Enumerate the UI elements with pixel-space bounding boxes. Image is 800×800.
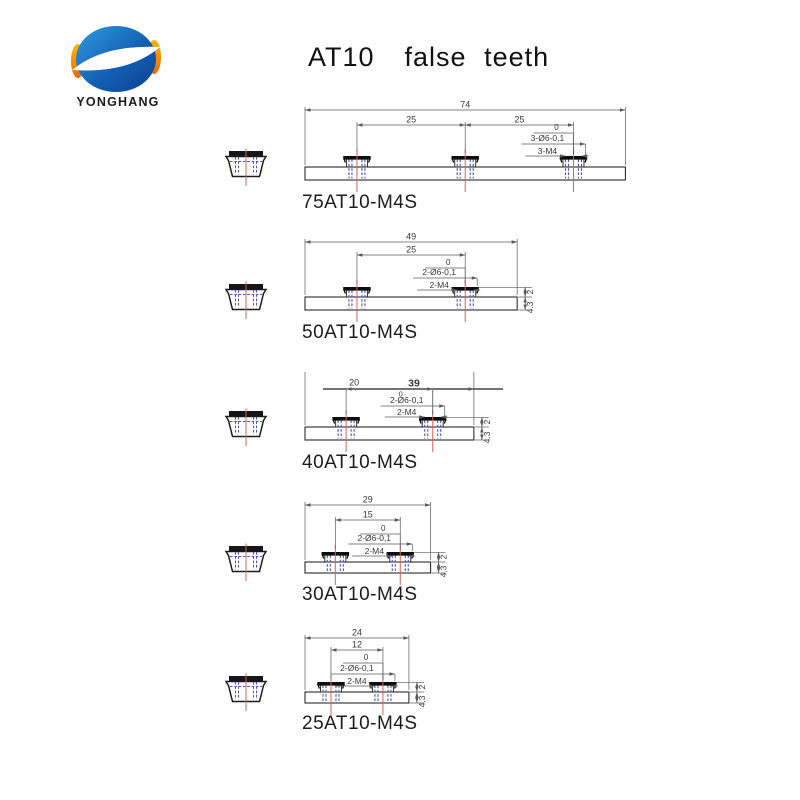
page-title: AT10 false teeth — [308, 42, 549, 73]
svg-text:2: 2 — [482, 419, 492, 424]
tooth-profile-view — [223, 281, 269, 321]
svg-text:2-Ø6-0,1: 2-Ø6-0,1 — [390, 395, 424, 405]
tooth-profile-view — [223, 543, 269, 583]
brand-name: YONGHANG — [76, 95, 160, 109]
svg-text:4.3: 4.3 — [482, 431, 492, 443]
svg-text:2-Ø6-0,1: 2-Ø6-0,1 — [357, 533, 391, 543]
tooth-profile-view — [223, 408, 269, 448]
svg-text:2: 2 — [525, 289, 535, 294]
title-model: AT10 — [308, 42, 375, 72]
dimension-drawing-svg: 20 39 02-Ø6-0,1 2-M4 2 4.3 — [304, 372, 503, 452]
tooth-profile-svg — [224, 408, 268, 446]
svg-text:2: 2 — [439, 554, 449, 559]
title-product: false teeth — [404, 42, 550, 72]
dimension-drawing-svg: 29 15 02-Ø6-0,1 2-M4 2 4.3 — [304, 495, 449, 585]
svg-text:25: 25 — [514, 115, 524, 125]
svg-text:20: 20 — [349, 378, 359, 388]
svg-text:4.3: 4.3 — [417, 695, 427, 707]
company-logo: YONGHANG — [70, 24, 166, 109]
svg-text:2-Ø6-0,1: 2-Ø6-0,1 — [340, 663, 374, 673]
svg-text:3-M4: 3-M4 — [538, 146, 558, 156]
svg-text:25: 25 — [406, 115, 416, 125]
tooth-profile-svg — [224, 148, 268, 186]
part-number: 40AT10-M4S — [302, 452, 418, 473]
svg-text:12: 12 — [352, 640, 362, 650]
part-number: 25AT10-M4S — [302, 713, 418, 734]
dimension-drawing-svg: 74 25 25 03-Ø6-0,1 3-M4 — [304, 100, 626, 192]
svg-text:2-Ø6-0,1: 2-Ø6-0,1 — [422, 267, 456, 277]
svg-text:49: 49 — [406, 232, 416, 242]
dimension-drawing-svg: 49 25 02-Ø6-0,1 2-M4 2 4.3 — [304, 232, 535, 322]
svg-text:39: 39 — [408, 378, 420, 390]
svg-text:0: 0 — [399, 390, 403, 399]
tooth-profile-view — [223, 673, 269, 713]
svg-text:2-M4: 2-M4 — [347, 676, 367, 686]
svg-text:0: 0 — [446, 258, 451, 267]
part-number: 75AT10-M4S — [302, 192, 418, 213]
svg-text:4.3: 4.3 — [439, 565, 449, 577]
tooth-profile-svg — [224, 543, 268, 581]
svg-text:74: 74 — [460, 100, 470, 110]
svg-text:2-M4: 2-M4 — [365, 546, 385, 556]
svg-text:2-M4: 2-M4 — [397, 407, 417, 417]
svg-text:0: 0 — [554, 123, 559, 132]
tooth-profile-view — [223, 148, 269, 188]
svg-text:2-M4: 2-M4 — [430, 280, 450, 290]
svg-text:3-Ø6-0,1: 3-Ø6-0,1 — [531, 133, 565, 143]
svg-text:2: 2 — [417, 684, 427, 689]
svg-text:0: 0 — [381, 524, 386, 533]
svg-text:25: 25 — [406, 245, 416, 255]
svg-text:0: 0 — [364, 653, 369, 662]
svg-text:15: 15 — [363, 510, 373, 520]
svg-text:4.3: 4.3 — [525, 301, 535, 313]
part-number: 50AT10-M4S — [302, 322, 418, 343]
tooth-profile-svg — [224, 281, 268, 319]
svg-text:24: 24 — [352, 628, 362, 638]
svg-text:29: 29 — [363, 495, 373, 505]
logo-icon — [71, 26, 161, 92]
part-number: 30AT10-M4S — [302, 584, 418, 605]
tooth-profile-svg — [224, 673, 268, 711]
